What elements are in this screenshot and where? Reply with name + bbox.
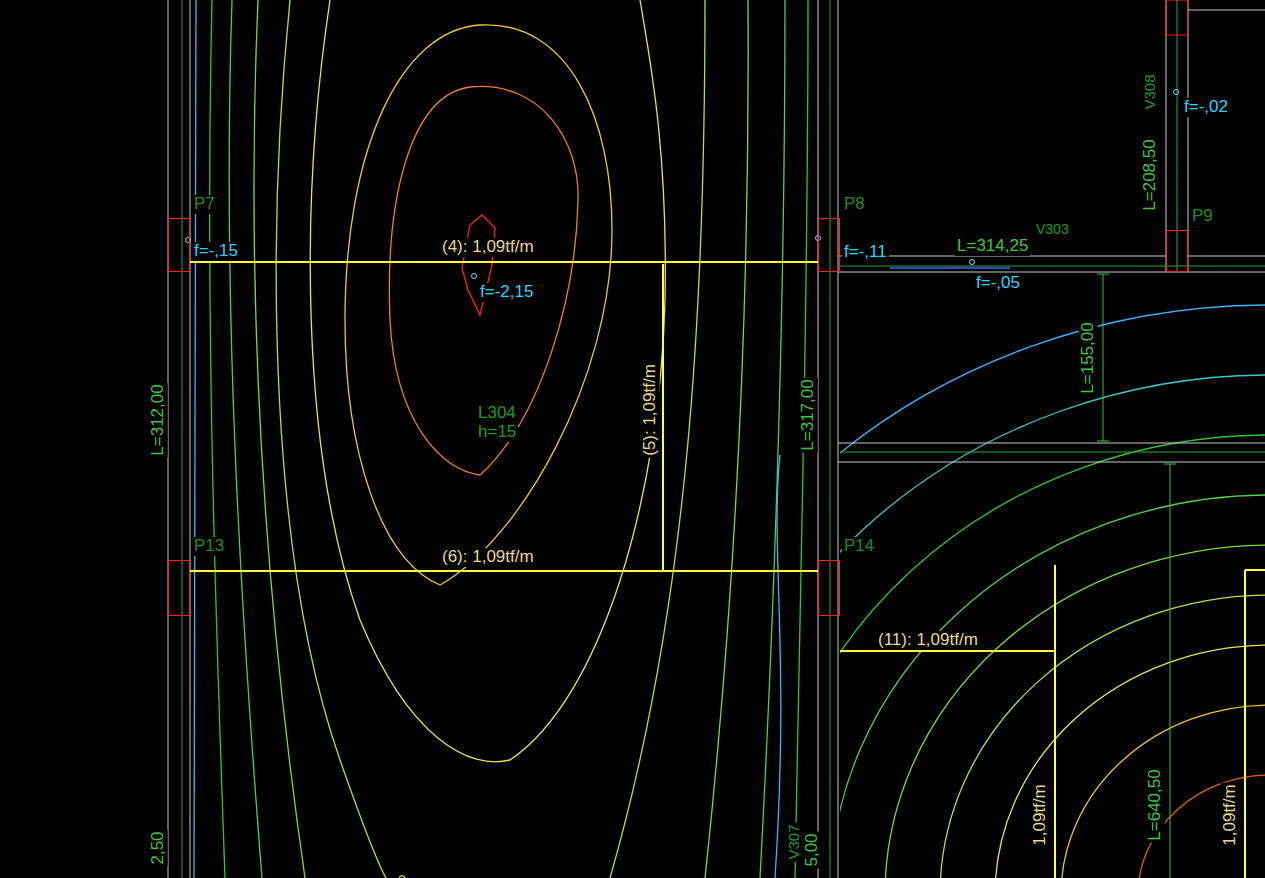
deflection-value: f=-,15 xyxy=(192,242,240,261)
contour-line xyxy=(775,455,781,878)
contour-line xyxy=(610,0,705,878)
contour-line xyxy=(210,0,225,878)
column-section xyxy=(1166,0,1188,35)
contour-line xyxy=(760,0,785,878)
load-label: (11): 1,09tf/m xyxy=(876,631,980,650)
dimension-tick xyxy=(1164,464,1176,465)
contour-line xyxy=(310,0,665,762)
deflection-value: f=-,02 xyxy=(1182,98,1230,117)
point-marker xyxy=(472,274,477,279)
span-length: 5,00 xyxy=(803,831,822,868)
beam-axis xyxy=(840,452,1265,453)
contour-line xyxy=(345,25,612,585)
column-box: P7 xyxy=(168,218,190,272)
beam-edge xyxy=(818,0,819,878)
load-line xyxy=(662,264,664,571)
beam-edge xyxy=(1188,10,1265,11)
load-line xyxy=(190,570,818,572)
deflection-mark xyxy=(890,267,1010,269)
load-label: (4): 1,09tf/m xyxy=(440,238,536,257)
column-name: P8 xyxy=(842,195,867,214)
load-line xyxy=(1054,565,1056,878)
span-length: L=317,00 xyxy=(799,377,818,452)
slab-thickness: h=15 xyxy=(476,423,518,442)
beam-name: V307 xyxy=(786,822,803,861)
load-label: (5): 1,09tf/m xyxy=(641,362,660,458)
beam-edge xyxy=(838,272,1265,273)
load-line xyxy=(840,650,1055,652)
beam-edge xyxy=(190,0,191,878)
span-length: L=155,00 xyxy=(1079,320,1098,395)
contour-line xyxy=(840,435,1265,878)
dimension-tick xyxy=(1097,441,1109,442)
beam-edge xyxy=(1188,256,1265,257)
column-name: P14 xyxy=(842,537,876,556)
slab-name: L304 xyxy=(476,404,518,423)
contour-line xyxy=(995,645,1265,878)
point-marker xyxy=(1174,90,1179,95)
beam-edge xyxy=(168,0,169,878)
beam-axis xyxy=(182,0,183,878)
contour-line xyxy=(389,86,578,475)
span-length: L=312,00 xyxy=(149,382,168,457)
dimension-line xyxy=(1103,274,1104,441)
load-line xyxy=(1244,570,1246,878)
contour-line xyxy=(840,495,1265,878)
contour-line xyxy=(940,595,1265,878)
contour-group xyxy=(194,0,808,878)
deflection-value: f=-,11 xyxy=(842,243,889,262)
beam-edge xyxy=(838,462,1265,463)
deflection-value: f=-2,15 xyxy=(478,283,535,302)
beam-axis xyxy=(1177,0,1178,272)
column-name: P7 xyxy=(192,195,217,214)
column-name: P13 xyxy=(192,537,226,556)
contour-line xyxy=(1061,705,1265,878)
contour-line xyxy=(840,305,1265,878)
deflection-value: f=-,05 xyxy=(974,274,1022,293)
load-label: 1,09tf/m xyxy=(1221,782,1240,847)
contour-line xyxy=(194,0,196,878)
dimension-tick xyxy=(1097,274,1109,275)
column-box: P8 xyxy=(818,218,840,272)
column-name: P9 xyxy=(1190,207,1215,226)
beam-edge xyxy=(838,0,839,878)
span-length: L=208,50 xyxy=(1141,137,1160,212)
beam-axis xyxy=(840,266,1265,267)
load-label: 1,09tf/m xyxy=(1031,782,1050,847)
dimension-line xyxy=(1170,464,1171,878)
span-length: L=640,50 xyxy=(1146,767,1165,842)
load-label: (6): 1,09tf/m xyxy=(440,548,536,567)
column-box: P9 xyxy=(1166,230,1188,272)
point-marker xyxy=(970,260,975,265)
beam-name: V303 xyxy=(1034,222,1071,237)
contour-line xyxy=(840,375,1265,878)
beam-axis xyxy=(830,0,831,878)
column-box: P14 xyxy=(818,560,840,616)
load-line xyxy=(190,261,818,263)
span-length: L=314,25 xyxy=(955,237,1030,256)
column-box: P13 xyxy=(168,560,190,616)
contour-group xyxy=(840,305,1265,878)
load-line xyxy=(1245,569,1265,571)
contour-line xyxy=(885,545,1265,878)
beam-name: V308 xyxy=(1142,72,1159,111)
span-length: 2,50 xyxy=(149,829,168,866)
contour-line xyxy=(276,0,405,878)
contour-line xyxy=(705,0,748,878)
contour-line xyxy=(229,0,262,878)
beam-edge xyxy=(838,443,1265,444)
